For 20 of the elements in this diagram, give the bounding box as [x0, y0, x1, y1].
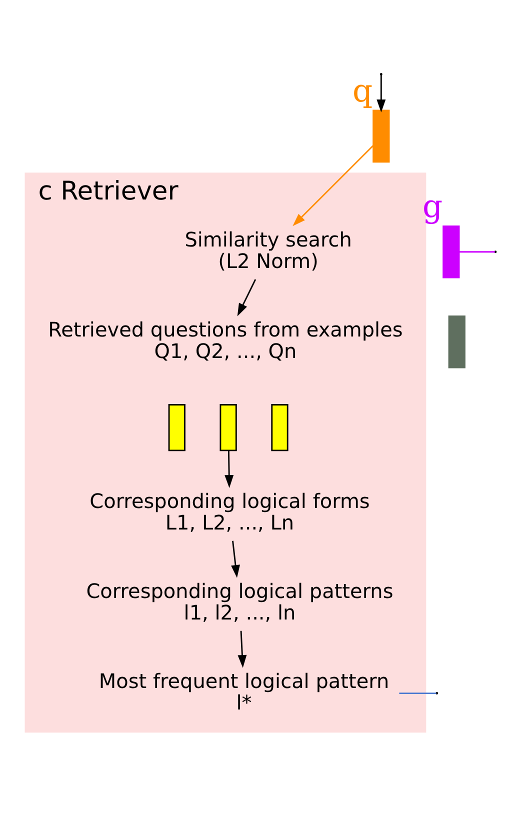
node-bar	[220, 404, 237, 451]
arrow	[376, 74, 386, 112]
node-bar	[442, 224, 460, 278]
node-bar	[372, 109, 390, 162]
node-label: q	[352, 72, 373, 109]
node-text: Corresponding logical forms L1, L2, ..., Ln	[90, 488, 370, 534]
node-text: Corresponding logical patterns l1, l2, ..., ln	[86, 578, 394, 624]
node-text: Most frequent logical pattern l*	[98, 668, 390, 714]
arrow	[292, 144, 374, 226]
node-bar	[168, 404, 186, 451]
node-bar	[271, 404, 288, 451]
arrow	[237, 278, 256, 316]
connector	[459, 250, 495, 252]
node-text: Retrieved questions from examples Q1, Q2, ..., Qn	[48, 316, 403, 362]
arrow	[231, 540, 240, 578]
arrow	[224, 450, 234, 488]
node-bar	[448, 314, 466, 368]
node-text: Similarity search (L2 Norm)	[184, 226, 352, 272]
connector	[399, 692, 436, 694]
arrow	[238, 630, 247, 668]
